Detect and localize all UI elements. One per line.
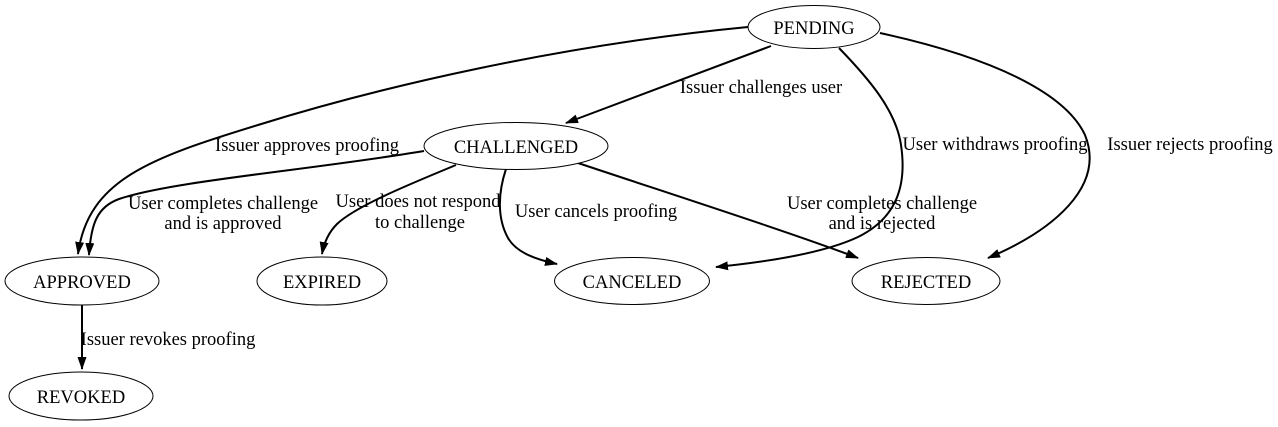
edge-challenged-to-rejected: User completes challenge and is rejected — [577, 162, 977, 259]
node-label: REVOKED — [37, 388, 125, 408]
edge-pending-to-canceled: User withdraws proofing — [715, 47, 1088, 271]
state-node-canceled: CANCELED — [554, 257, 710, 305]
edge-line — [319, 164, 457, 255]
edge-challenged-to-expired: User does not respond to challenge — [319, 164, 502, 255]
node-shape — [256, 256, 388, 306]
edge-label: to challenge — [375, 213, 465, 233]
state-node-approved: APPROVED — [4, 256, 160, 306]
node-label: REJECTED — [881, 273, 971, 293]
node-label: CHALLENGED — [454, 138, 578, 158]
node-shape — [851, 257, 1001, 305]
edge-line — [565, 45, 772, 124]
edge-label: and is rejected — [829, 214, 937, 234]
state-node-challenged: CHALLENGED — [423, 122, 609, 170]
edge-challenged-to-canceled: User cancels proofing — [498, 168, 677, 266]
edge-label: User does not respond — [336, 192, 502, 212]
edge-line — [498, 168, 558, 266]
node-shape — [423, 122, 609, 170]
edge-line — [715, 47, 904, 271]
edge-label: Issuer approves proofing — [215, 136, 399, 156]
edge-label: User cancels proofing — [515, 202, 677, 222]
node-label: EXPIRED — [283, 273, 361, 293]
edge-label: Issuer revokes proofing — [81, 330, 256, 350]
node-label: APPROVED — [33, 273, 131, 293]
node-shape — [4, 256, 160, 306]
edge-label: Issuer rejects proofing — [1107, 135, 1272, 155]
edge-label: User withdraws proofing — [903, 135, 1088, 155]
edge-line — [879, 32, 1091, 259]
node-shape — [554, 257, 710, 305]
state-node-expired: EXPIRED — [256, 256, 388, 306]
edge-line — [577, 162, 859, 259]
edge-pending-to-rejected: Issuer rejects proofing — [879, 32, 1273, 259]
edge-line — [75, 26, 749, 255]
node-shape — [8, 371, 154, 421]
edge-line — [85, 150, 425, 256]
edge-label: Issuer challenges user — [680, 78, 842, 98]
node-shape — [747, 5, 881, 49]
edge-pending-to-challenged: Issuer challenges user — [565, 45, 842, 124]
edge-label: User completes challenge — [128, 194, 318, 214]
edge-label: and is approved — [164, 214, 282, 234]
state-node-rejected: REJECTED — [851, 257, 1001, 305]
node-label: CANCELED — [583, 273, 682, 293]
edge-challenged-to-approved: User completes challenge and is approved — [85, 150, 425, 256]
edge-pending-to-approved: Issuer approves proofing — [75, 26, 749, 255]
edge-label: User completes challenge — [787, 194, 977, 214]
state-node-revoked: REVOKED — [8, 371, 154, 421]
state-node-pending: PENDING — [747, 5, 881, 49]
edge-approved-to-revoked: Issuer revokes proofing — [77, 305, 256, 370]
node-label: PENDING — [773, 19, 854, 39]
